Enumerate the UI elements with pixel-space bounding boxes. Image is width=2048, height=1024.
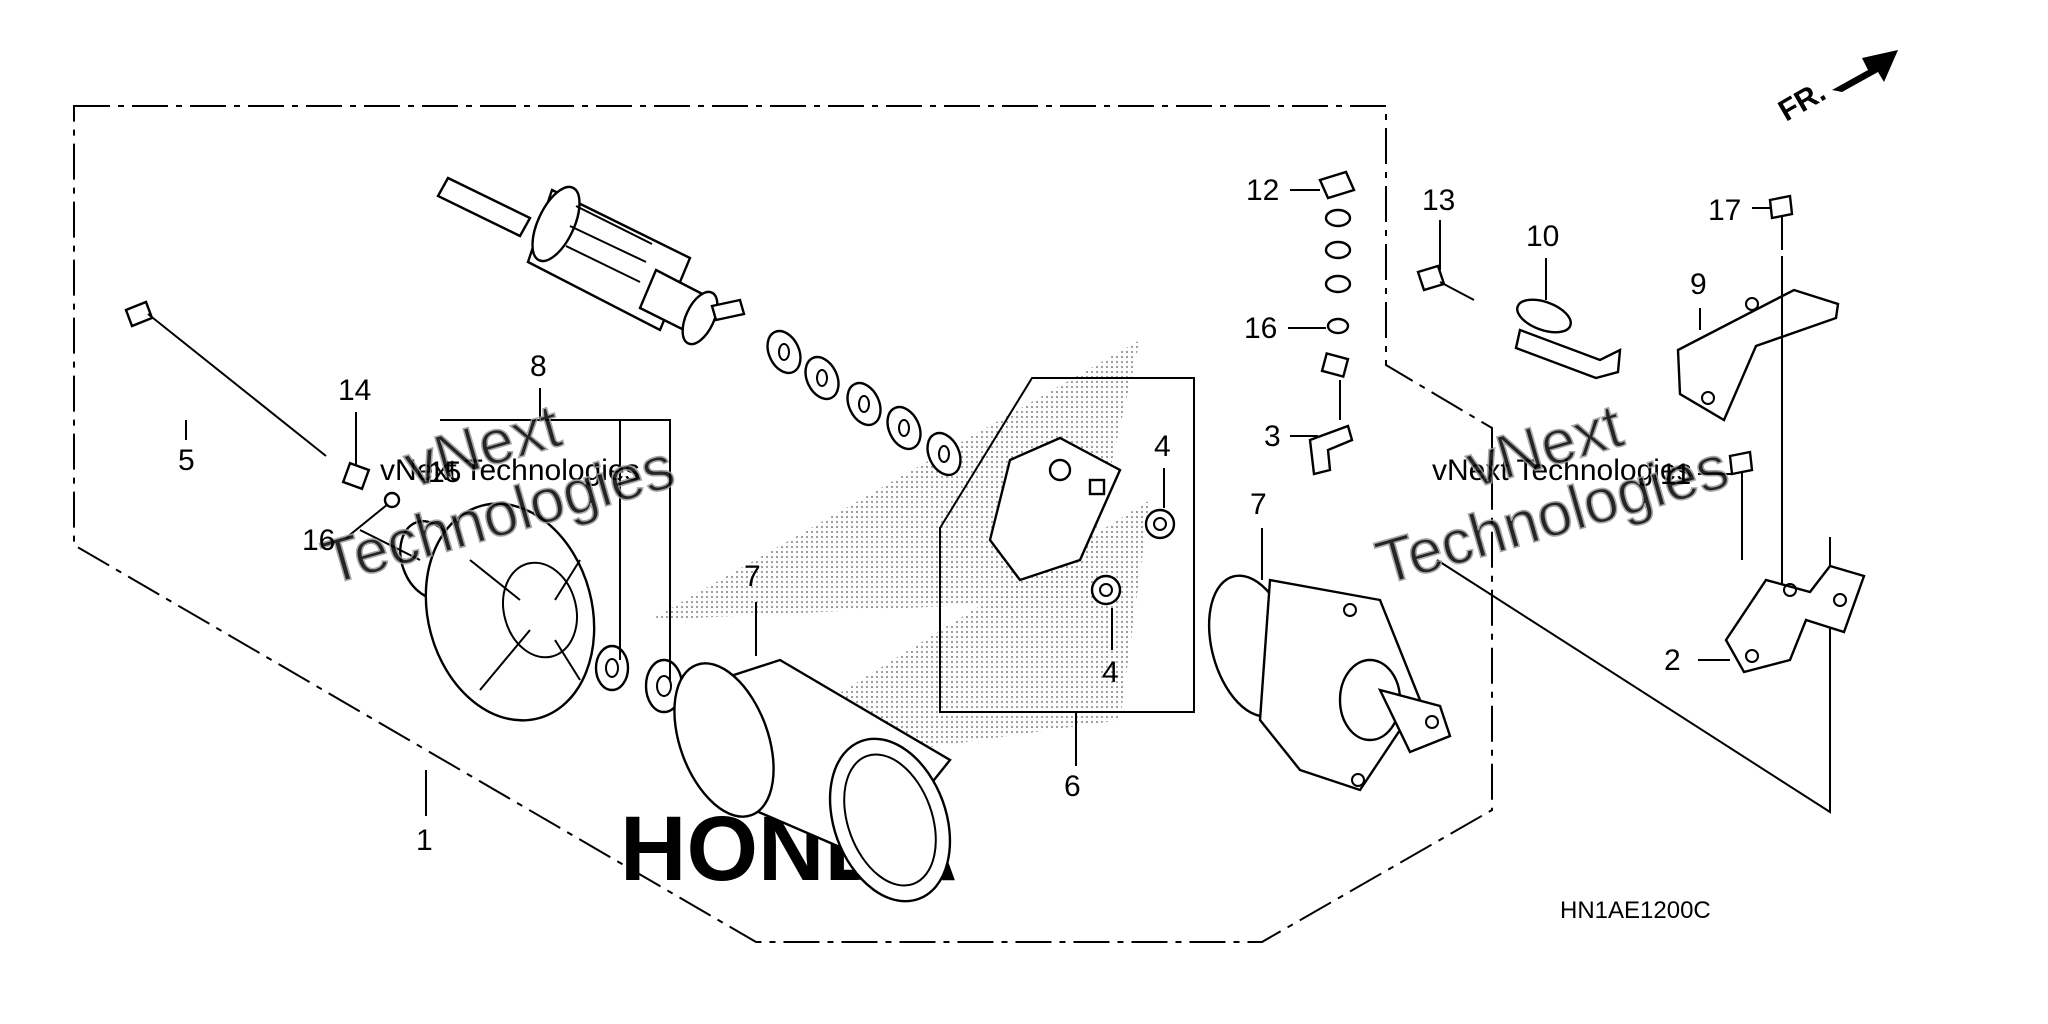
cable-clamp-part xyxy=(1514,298,1622,380)
assembly-boundary xyxy=(73,105,1493,943)
bracket-reference-box xyxy=(1436,537,1831,814)
leader-lines xyxy=(185,189,1770,816)
bolt-17-part xyxy=(1768,194,1794,250)
callout-14: 14 xyxy=(338,374,371,407)
upper-bracket-part xyxy=(1676,288,1840,422)
callout-7-rear-cover: 7 xyxy=(1250,488,1267,521)
front-cover-part xyxy=(424,502,596,722)
callout-16-right: 16 xyxy=(1244,312,1277,345)
callout-10: 10 xyxy=(1526,220,1559,253)
watermark-text-right: vNext Technologies xyxy=(1432,454,1692,487)
starter-yoke-part xyxy=(673,658,952,903)
callout-3: 3 xyxy=(1264,420,1281,453)
callout-5: 5 xyxy=(178,444,195,477)
callout-15: 15 xyxy=(428,456,461,489)
callout-8: 8 xyxy=(530,350,547,383)
brush-spring-lower-part xyxy=(1090,574,1122,606)
rear-cover-part xyxy=(1207,574,1452,792)
callout-4-lower: 4 xyxy=(1102,656,1119,689)
callout-17: 17 xyxy=(1708,194,1741,227)
callout-6: 6 xyxy=(1064,770,1081,803)
lower-bracket-part xyxy=(1724,564,1866,674)
thrust-washers-part xyxy=(766,329,962,477)
washer-16-left-part xyxy=(383,491,401,509)
front-direction-arrow-icon xyxy=(1832,50,1898,92)
long-bolt-part xyxy=(124,300,327,457)
brush-holder-part xyxy=(988,436,1122,582)
brush-set-boundary xyxy=(939,377,1195,713)
terminal-stack-part xyxy=(1308,170,1356,476)
bolt-11-part xyxy=(1728,450,1754,560)
callout-4-upper: 4 xyxy=(1154,430,1171,463)
callout-1: 1 xyxy=(416,824,433,857)
armature-part xyxy=(436,176,746,346)
callout-12: 12 xyxy=(1246,174,1279,207)
front-direction-label: FR. xyxy=(1773,75,1831,128)
nut-14-part xyxy=(341,461,371,491)
bolt-13-part xyxy=(1416,264,1475,301)
callout-9: 9 xyxy=(1690,268,1707,301)
callout-16-left: 16 xyxy=(302,524,335,557)
diagram-reference-code: HN1AE1200C xyxy=(1560,897,1711,924)
brush-spring-upper-part xyxy=(1144,508,1176,540)
callout-7-yoke: 7 xyxy=(744,560,761,593)
callout-11: 11 xyxy=(1660,458,1691,491)
watermark-text-left: vNext Technologies xyxy=(380,454,640,487)
callout-13: 13 xyxy=(1422,184,1455,217)
callout-2: 2 xyxy=(1664,644,1681,677)
